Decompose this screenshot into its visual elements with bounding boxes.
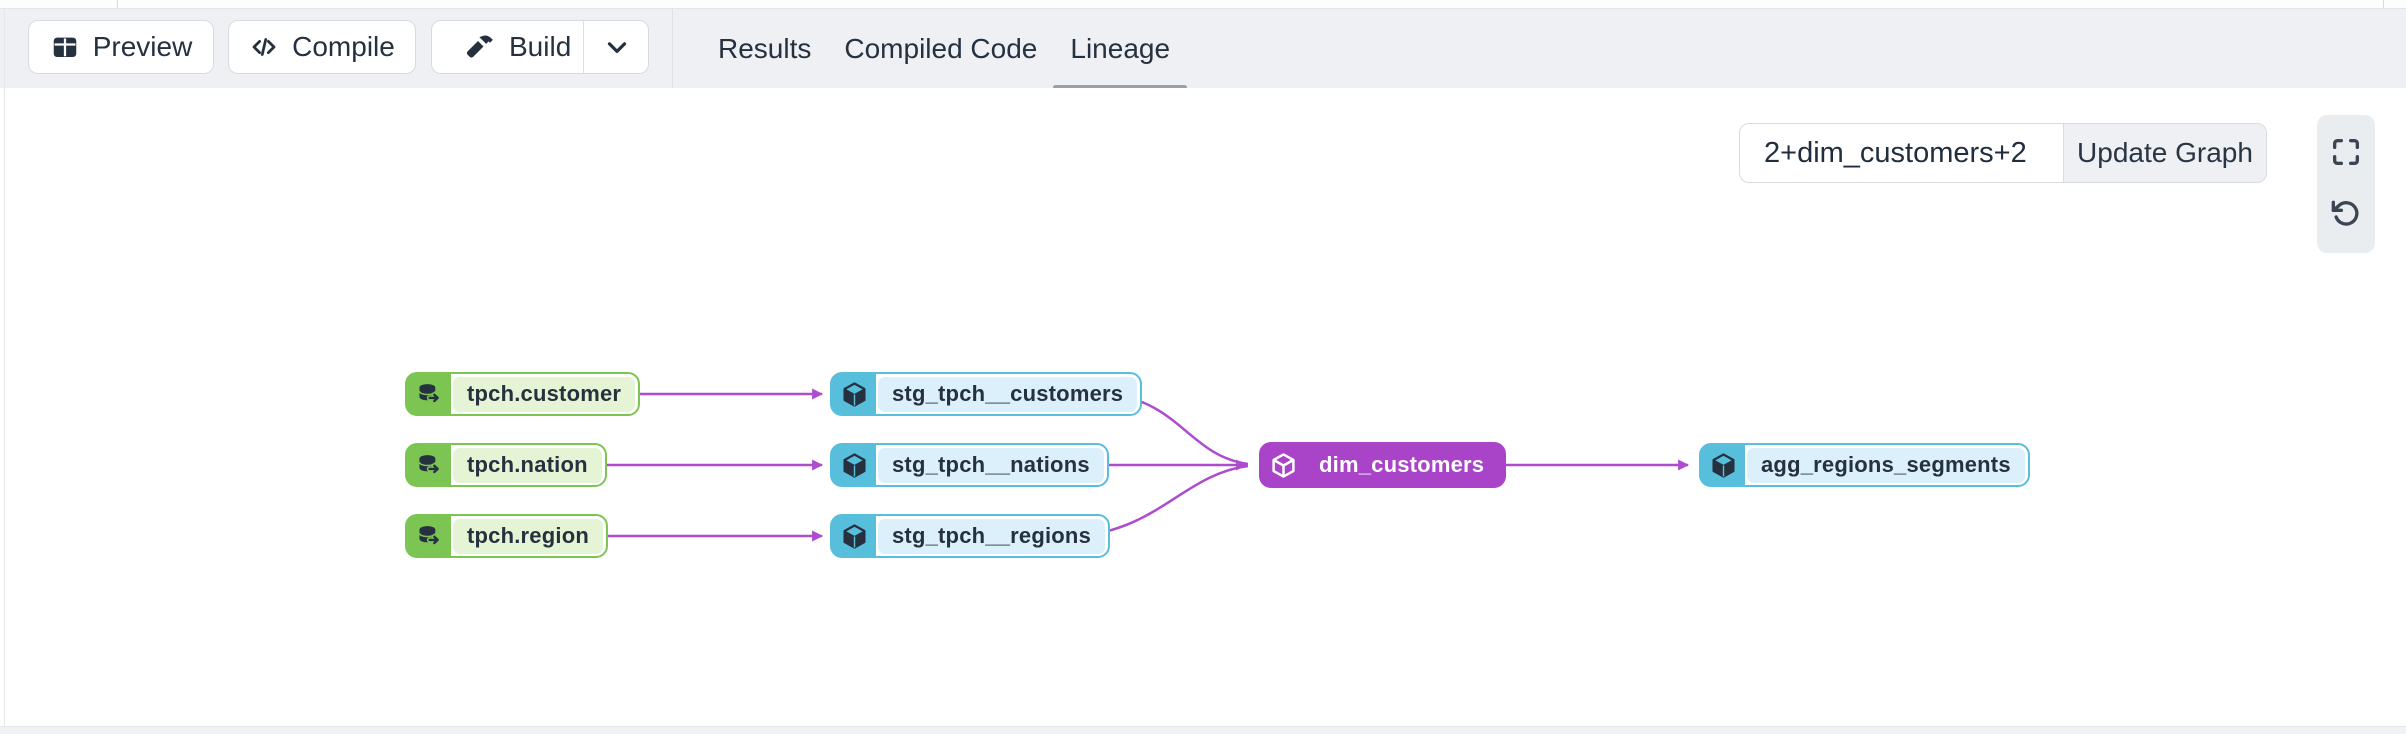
lineage-node-selected[interactable]: dim_customers xyxy=(1259,442,1507,488)
tab-divider xyxy=(117,0,118,8)
tab-results[interactable]: Results xyxy=(718,9,811,88)
code-icon xyxy=(249,32,279,62)
tab-lineage[interactable]: Lineage xyxy=(1053,9,1187,90)
node-label: stg_tpch__nations xyxy=(878,447,1104,483)
chevron-down-icon xyxy=(602,32,632,62)
node-label: tpch.customer xyxy=(453,376,636,412)
compile-button[interactable]: Compile xyxy=(228,20,416,74)
rotate-ccw-icon xyxy=(2330,197,2362,232)
hammer-icon xyxy=(466,32,496,62)
database-export-icon xyxy=(407,445,451,485)
statusbar-edge xyxy=(0,726,2406,734)
editor-tabbar-edge xyxy=(0,0,2406,9)
database-export-icon xyxy=(407,516,451,556)
lineage-node-source[interactable]: tpch.nation xyxy=(405,443,607,487)
node-label: stg_tpch__regions xyxy=(878,518,1106,554)
lineage-node-model[interactable]: stg_tpch__nations xyxy=(830,443,1109,487)
node-label: dim_customers xyxy=(1319,452,1485,477)
lineage-node-model[interactable]: stg_tpch__regions xyxy=(830,514,1111,558)
update-graph-button[interactable]: Update Graph xyxy=(2063,123,2267,183)
cube-icon xyxy=(1701,445,1745,485)
build-button[interactable]: Build xyxy=(431,20,649,74)
tab-results-label: Results xyxy=(718,32,812,64)
lineage-node-model[interactable]: stg_tpch__customers xyxy=(830,372,1143,416)
build-menu-button[interactable] xyxy=(584,21,649,73)
table-grid-icon xyxy=(50,32,80,62)
node-label: agg_regions_segments xyxy=(1747,447,2025,483)
lineage-canvas[interactable] xyxy=(5,88,2406,726)
fullscreen-button[interactable] xyxy=(2324,132,2368,176)
lineage-node-source[interactable]: tpch.region xyxy=(405,514,608,558)
cube-icon xyxy=(832,445,876,485)
pane-left-border xyxy=(4,9,5,726)
cube-icon xyxy=(832,516,876,556)
fullscreen-icon xyxy=(2330,136,2362,171)
preview-button[interactable]: Preview xyxy=(28,20,214,74)
database-export-icon xyxy=(407,374,451,414)
tab-lineage-label: Lineage xyxy=(1070,32,1171,64)
node-label: stg_tpch__customers xyxy=(878,376,1138,412)
node-label: tpch.nation xyxy=(453,447,602,483)
lineage-selector-group: Update Graph xyxy=(1739,123,2267,183)
node-label: tpch.region xyxy=(453,518,603,554)
cube-icon xyxy=(1261,444,1305,486)
lineage-selector-input[interactable] xyxy=(1739,123,2063,183)
tab-divider xyxy=(2383,0,2384,8)
cube-icon xyxy=(832,374,876,414)
tab-compiled-code[interactable]: Compiled Code xyxy=(844,9,1037,88)
reset-view-button[interactable] xyxy=(2324,192,2368,236)
lineage-node-source[interactable]: tpch.customer xyxy=(405,372,641,416)
preview-button-label: Preview xyxy=(92,31,193,62)
tab-compiled-code-label: Compiled Code xyxy=(844,32,1038,64)
results-toolbar: Preview Compile Build xyxy=(0,9,2406,90)
lineage-node-model[interactable]: agg_regions_segments xyxy=(1699,443,2030,487)
graph-view-controls xyxy=(2317,115,2375,253)
build-split-divider xyxy=(583,21,584,73)
compile-button-label: Compile xyxy=(292,31,395,62)
build-button-label: Build xyxy=(509,31,572,62)
results-tabs: Results Compiled Code Lineage xyxy=(718,9,1187,90)
toolbar-divider xyxy=(672,9,673,88)
